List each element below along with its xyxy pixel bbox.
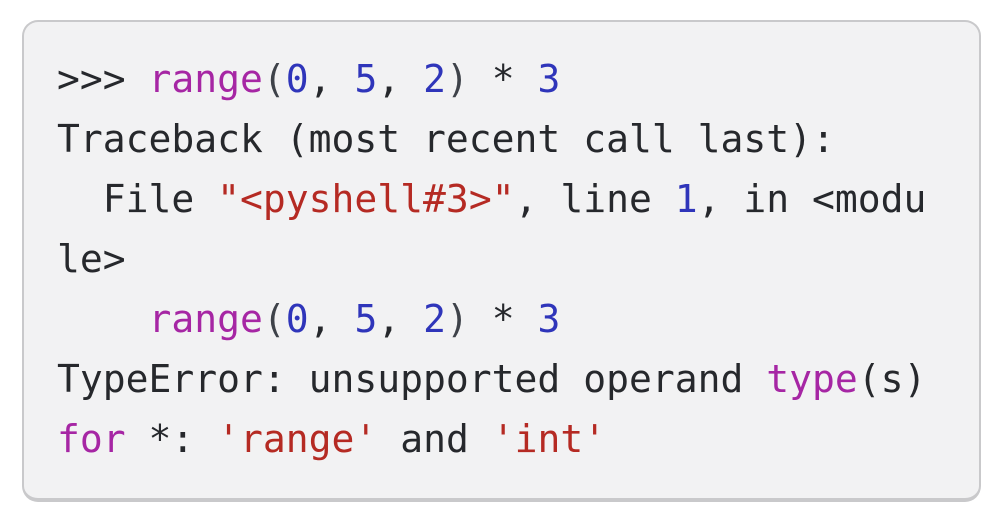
code-segment-plain: le> <box>57 237 126 281</box>
code-segment-plain: TypeError: unsupported operand <box>57 357 767 401</box>
code-line: for *: 'range' and 'int' <box>57 409 947 469</box>
code-segment-number: 2 <box>423 57 446 101</box>
code-segment-number: 5 <box>354 57 378 101</box>
code-segment-plain: , in <modu <box>697 177 927 221</box>
code-segment-plain: , <box>377 297 424 341</box>
code-segment-plain: and <box>377 417 492 461</box>
code-segment-number: 0 <box>285 297 309 341</box>
code-segment-punct: ( <box>262 297 286 341</box>
code-segment-plain: , <box>308 297 355 341</box>
code-segment-plain: *: <box>125 417 218 461</box>
code-line: le> <box>57 229 947 289</box>
code-segment-keyword: for <box>57 417 126 461</box>
code-line: range(0, 5, 2) * 3 <box>57 289 947 349</box>
code-line: TypeError: unsupported operand type(s) <box>57 349 947 409</box>
code-segment-plain: * <box>468 297 538 341</box>
code-line: File "<pyshell#3>", line 1, in <modu <box>57 169 947 229</box>
code-segment-punct: ( <box>262 57 286 101</box>
code-segment-number: 5 <box>354 297 378 341</box>
code-segment-plain: , <box>308 57 355 101</box>
code-segment-plain: (s) <box>857 357 927 401</box>
code-segment-keyword: range <box>148 57 263 101</box>
code-segment-string: 'int' <box>491 417 607 461</box>
code-segment-number: 1 <box>674 177 698 221</box>
code-segment-plain: File <box>57 177 218 221</box>
code-segment-string: "<pyshell#3>" <box>217 177 515 221</box>
code-segment-plain <box>57 297 149 341</box>
code-segment-number: 2 <box>423 297 446 341</box>
code-segment-plain: , line <box>514 177 675 221</box>
code-line: Traceback (most recent call last): <box>57 109 947 169</box>
code-segment-keyword: range <box>148 297 263 341</box>
code-segment-plain: Traceback (most recent call last): <box>57 117 835 161</box>
code-segment-string: 'range' <box>217 417 378 461</box>
code-segment-number: 0 <box>285 57 309 101</box>
code-segment-keyword: type <box>766 357 858 401</box>
code-segment-punct: ) <box>446 297 469 341</box>
code-segment-plain: * <box>468 57 538 101</box>
code-segment-plain: , <box>377 57 424 101</box>
code-line: >>> range(0, 5, 2) * 3 <box>57 49 947 109</box>
code-segment-plain: >>> <box>57 57 149 101</box>
code-segment-number: 3 <box>537 297 561 341</box>
code-segment-number: 3 <box>537 57 561 101</box>
code-segment-punct: ) <box>446 57 469 101</box>
